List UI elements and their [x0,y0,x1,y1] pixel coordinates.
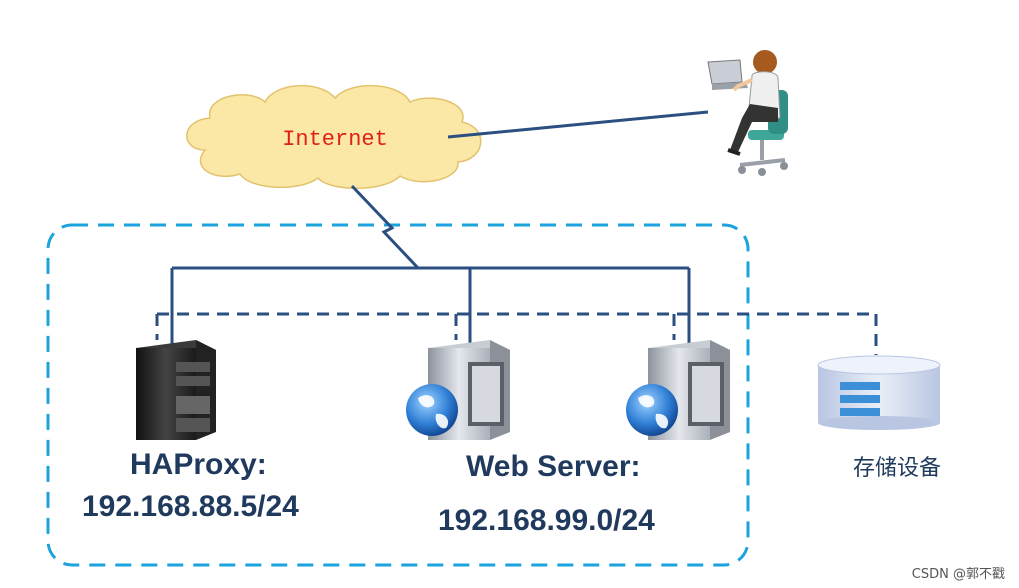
black-tower-server-icon [136,340,216,440]
storage-disk-icon [817,355,941,430]
person-at-computer-icon [707,50,788,176]
cluster-boundary [46,223,750,567]
user-link-line [447,110,709,139]
storage-bus [155,312,878,355]
web-server-ip-label: 192.168.99.0/24 [438,504,655,537]
globe-server-icon [406,340,510,440]
lan-bus [170,266,691,345]
watermark: CSDN @郭不戳 [911,567,1005,582]
internet-cloud: Internet [186,85,482,189]
globe-server-icon [626,340,730,440]
web-server-name-label: Web Server: [466,450,641,483]
wan-link-line [350,184,420,270]
haproxy-ip-label: 192.168.88.5/24 [82,490,299,523]
internet-label: Internet [282,127,388,152]
haproxy-name-label: HAProxy: [130,448,267,481]
storage-label: 存储设备 [853,456,942,481]
